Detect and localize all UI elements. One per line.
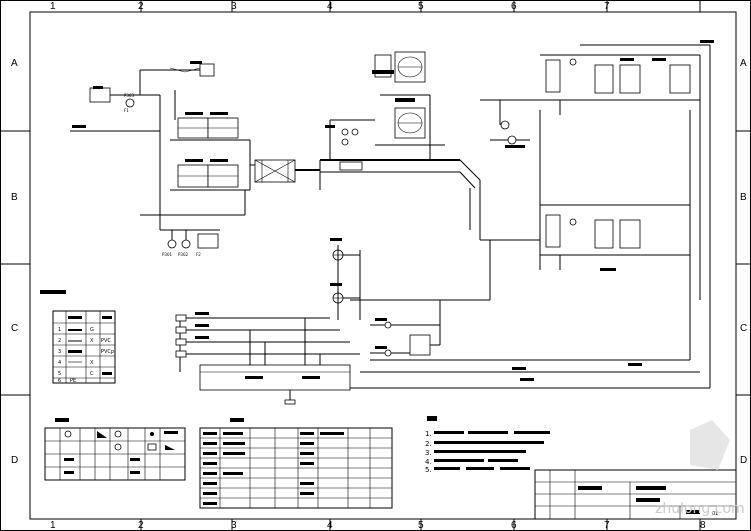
grid-col-3: 3 xyxy=(231,1,237,12)
note-2-number: 2. xyxy=(425,440,432,448)
legend-row3-no: 3 xyxy=(58,349,61,355)
grid-col-1-bottom: 1 xyxy=(50,520,56,531)
chiller-upper-left xyxy=(545,59,561,93)
legend-row1-code: G xyxy=(90,327,94,333)
grid-col-8-bottom: 8 xyxy=(700,520,706,531)
center-cooling-section xyxy=(319,51,540,240)
legend-row1-no: 1 xyxy=(58,327,61,333)
legend-title-block xyxy=(40,290,52,294)
grid-col-6: 6 xyxy=(511,1,517,12)
legend-row2-code: X xyxy=(90,338,94,344)
pump-top-icon xyxy=(125,98,135,108)
notes-section: 1. 2. 3. 4. 5. xyxy=(425,416,550,474)
chiller-upper-mid xyxy=(594,64,614,94)
grid-col-7: 7 xyxy=(604,1,610,12)
grid-column-labels: 1 2 3 4 5 6 7 1 2 3 4 5 6 7 8 xyxy=(50,1,706,531)
symbol-legend-table xyxy=(44,418,186,481)
legend-row4-no: 4 xyxy=(58,360,61,366)
grid-col-2: 2 xyxy=(138,1,144,12)
note-5-number: 5. xyxy=(425,466,432,474)
pump-a-icon xyxy=(167,239,177,249)
equipment-schedule-table xyxy=(199,418,393,509)
legend-row5-code: C xyxy=(90,371,94,377)
label-pump-f1: F1 xyxy=(124,108,129,113)
expansion-tank xyxy=(409,334,431,356)
header-tank-top xyxy=(199,63,215,77)
legend-row2-no: 2 xyxy=(58,338,61,344)
chiller-upper-right xyxy=(619,64,641,94)
header-box xyxy=(339,161,363,171)
label-pump-f2: F2 xyxy=(196,252,201,257)
grid-col-2-bottom: 2 xyxy=(138,520,144,531)
inlet-label-block xyxy=(72,125,86,128)
note-3-number: 3. xyxy=(425,449,432,457)
legend-row6-type: PE xyxy=(70,378,76,384)
grid-row-c: C xyxy=(11,323,18,334)
label-pump-b: P302 xyxy=(178,252,189,257)
grid-row-labels: A B C D A B C D xyxy=(11,58,747,466)
chiller-lower-mid xyxy=(594,219,614,249)
legend-row3-material: PVCp xyxy=(101,349,114,355)
grid-row-a: A xyxy=(11,58,18,69)
legend-row5-no: 5 xyxy=(58,371,61,377)
legend-row2-material: PVC xyxy=(101,338,111,344)
watermark-logo: zhulong.com xyxy=(655,420,745,517)
legend-row4-code: X xyxy=(90,360,94,366)
notes-heading-block xyxy=(427,416,437,421)
tank-label-block xyxy=(93,86,103,89)
chiller-lower-right xyxy=(619,219,641,249)
label-pump-a: P301 xyxy=(162,252,173,257)
center-lower-section xyxy=(175,238,441,405)
legend-row6-no: 6 xyxy=(58,378,61,384)
pump-b-icon xyxy=(181,239,191,249)
grid-col-4-bottom: 4 xyxy=(327,520,333,531)
lower-water-tank xyxy=(199,364,351,391)
grid-row-b-right: B xyxy=(740,192,747,203)
pipe-legend-table: 1 G 2 X PVC 3 PVCp 4 X 5 C 6 PE xyxy=(40,290,116,384)
note-1-number: 1. xyxy=(425,430,432,438)
pump-tank xyxy=(197,233,219,249)
small-tank-top-left xyxy=(89,87,111,103)
grid-col-7-bottom: 7 xyxy=(604,520,610,531)
grid-col-5-bottom: 5 xyxy=(418,520,424,531)
grid-col-4: 4 xyxy=(327,1,333,12)
title-block: 01 xyxy=(534,469,737,520)
grid-row-d-right: D xyxy=(740,455,747,466)
title-block-sheet-no: 01 xyxy=(712,511,718,517)
chiller-lower-left xyxy=(545,214,561,248)
grid-col-3-bottom: 3 xyxy=(231,520,237,531)
grid-row-d: D xyxy=(11,455,18,466)
chiller-upper-far xyxy=(669,64,691,94)
watermark-text: zhulong.com xyxy=(655,501,745,517)
grid-row-b: B xyxy=(11,192,18,203)
note-4-number: 4. xyxy=(425,458,432,466)
left-process-section: P303 F1 xyxy=(70,61,320,257)
right-chiller-section xyxy=(350,40,714,389)
grid-col-1: 1 xyxy=(50,1,56,12)
grid-col-6-bottom: 6 xyxy=(511,520,517,531)
grid-row-c-right: C xyxy=(740,323,747,334)
grid-col-5: 5 xyxy=(418,1,424,12)
grid-row-a-right: A xyxy=(740,58,747,69)
